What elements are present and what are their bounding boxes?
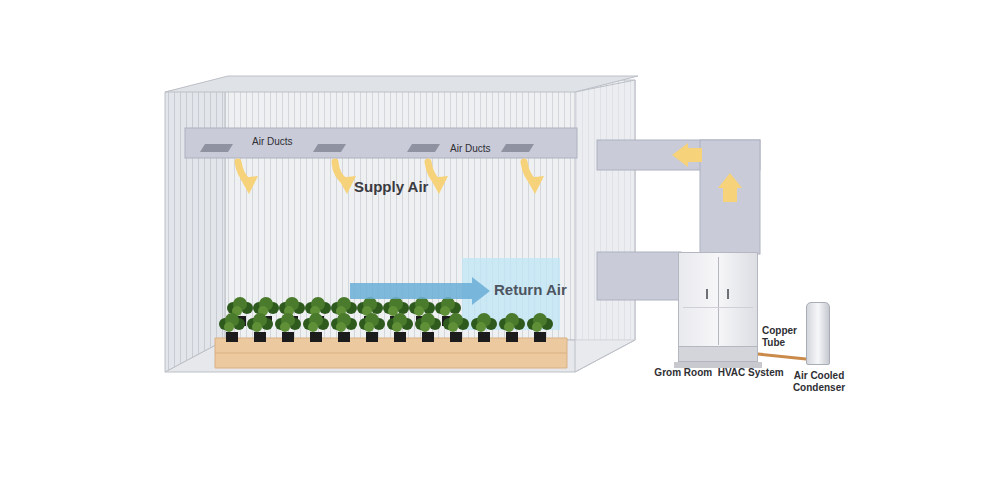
flow-arrow — [672, 143, 702, 167]
return-duct — [597, 252, 681, 300]
panel-seam — [718, 257, 719, 345]
plant-leaf — [440, 306, 450, 316]
plant-leaf — [224, 322, 234, 332]
left-wall — [165, 80, 225, 372]
plant-pot — [506, 332, 518, 342]
unit-label: Air Cooled Condenser — [787, 370, 851, 393]
copper-tube — [758, 354, 806, 359]
air-cooled-condenser: Air Cooled Condenser — [806, 302, 830, 365]
duct-vent — [313, 144, 346, 152]
supply-duct — [185, 128, 577, 158]
duct-vent — [200, 144, 233, 152]
plant-leaf — [420, 322, 430, 332]
table-edge — [215, 353, 567, 354]
hvac-unit: Grom Room HVAC System — [678, 252, 758, 362]
plant-pot — [478, 332, 490, 342]
door-handle — [727, 289, 729, 299]
roof — [165, 76, 638, 92]
duct-label: Air Ducts — [252, 136, 293, 148]
duct-vent — [501, 144, 534, 152]
panel-seam — [683, 307, 753, 308]
riser-duct — [700, 140, 760, 254]
plant-leaf — [414, 306, 424, 316]
unit-plinth — [679, 346, 757, 361]
right-wall — [575, 80, 635, 372]
duct-vent — [407, 144, 440, 152]
plant-pot — [394, 332, 406, 342]
plant-leaf — [476, 322, 486, 332]
plant-pot — [310, 332, 322, 342]
plant-pot — [422, 332, 434, 342]
plant-pot — [254, 332, 266, 342]
back-wall — [225, 80, 635, 340]
return-air-arrow — [350, 277, 490, 305]
plant-leaf — [448, 322, 458, 332]
plant-leaf — [308, 322, 318, 332]
plant-pot — [366, 332, 378, 342]
grow-table — [215, 338, 567, 368]
plant-leaf — [364, 322, 374, 332]
duct-label: Air Ducts — [450, 143, 491, 155]
edge-label: Copper Tube — [762, 325, 806, 348]
plant-pot — [534, 332, 546, 342]
door-handle — [706, 289, 708, 299]
plant-leaf — [336, 322, 346, 332]
airflow-label: Return Air — [494, 281, 567, 298]
flow-arrow — [718, 173, 742, 202]
plant-leaf — [504, 322, 514, 332]
plant-pot — [226, 332, 238, 342]
plant-leaf — [252, 322, 262, 332]
plant-leaf — [532, 322, 542, 332]
unit-label: Grom Room HVAC System — [654, 367, 783, 379]
plant-pot — [338, 332, 350, 342]
plant-pot — [282, 332, 294, 342]
plant-leaf — [280, 322, 290, 332]
plant-pot — [450, 332, 462, 342]
airflow-label: Supply Air — [354, 178, 428, 195]
plants — [219, 297, 553, 342]
plant-leaf — [392, 322, 402, 332]
